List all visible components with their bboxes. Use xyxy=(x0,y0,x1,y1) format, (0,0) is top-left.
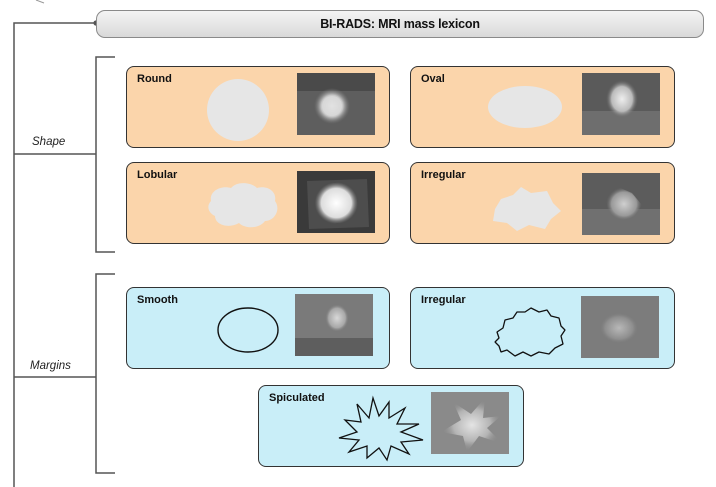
lobular-shape-icon xyxy=(208,183,278,228)
mri-thumbnail xyxy=(431,392,509,454)
card-shape-lobular: Lobular xyxy=(126,162,390,244)
mri-thumbnail xyxy=(582,173,660,235)
round-shape-icon xyxy=(207,79,269,141)
smooth-margin-icon xyxy=(217,307,279,353)
mri-thumbnail xyxy=(297,171,375,233)
oval-shape-icon xyxy=(488,86,562,128)
mri-thumbnail xyxy=(295,294,373,356)
mri-thumbnail xyxy=(581,296,659,358)
card-label: Irregular xyxy=(421,294,466,306)
card-label: Smooth xyxy=(137,294,178,306)
card-margin-irregular: Irregular xyxy=(410,287,675,369)
irregular-shape-icon xyxy=(493,187,561,231)
category-label-margins: Margins xyxy=(30,360,71,372)
irregular-margin-icon xyxy=(494,307,566,357)
card-shape-round: Round xyxy=(126,66,390,148)
card-label: Oval xyxy=(421,73,445,85)
card-label: Round xyxy=(137,73,172,85)
card-label: Spiculated xyxy=(269,392,325,404)
card-shape-oval: Oval xyxy=(410,66,675,148)
card-margin-spiculated: Spiculated xyxy=(258,385,524,467)
category-label-shape: Shape xyxy=(32,136,66,148)
spiculated-margin-icon xyxy=(338,395,424,462)
card-label: Lobular xyxy=(137,169,178,181)
mri-thumbnail xyxy=(582,73,660,135)
diagram-title: BI-RADS: MRI mass lexicon xyxy=(96,10,704,38)
card-label: Irregular xyxy=(421,169,466,181)
card-shape-irregular: Irregular xyxy=(410,162,675,244)
card-margin-smooth: Smooth xyxy=(126,287,390,369)
mri-thumbnail xyxy=(297,73,375,135)
